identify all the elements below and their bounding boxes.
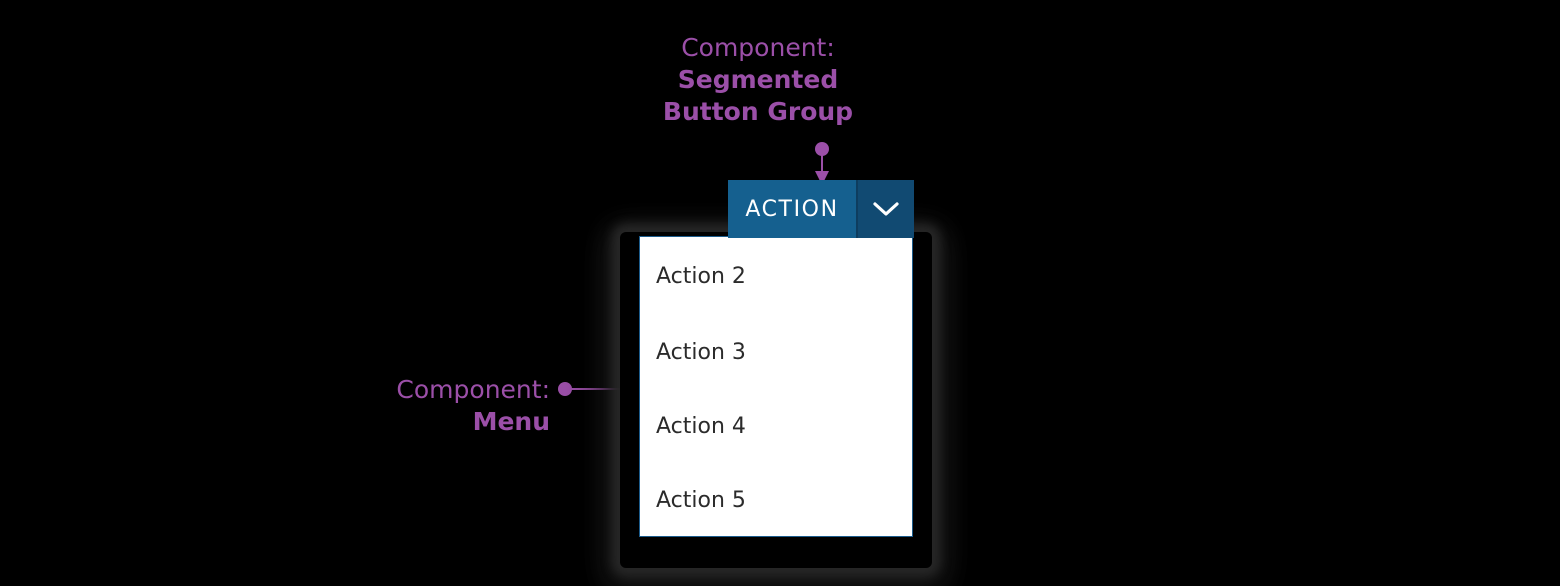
annotation-menu: Component: Menu xyxy=(250,374,550,438)
menu-item[interactable]: Action 3 xyxy=(656,339,746,365)
annotation-top-label: Component: xyxy=(681,33,835,62)
menu-item[interactable]: Action 5 xyxy=(656,487,746,513)
annotation-top-name-line-1: Segmented xyxy=(677,65,839,94)
segmented-button-group: ACTION xyxy=(728,180,914,238)
action-primary-button[interactable]: ACTION xyxy=(728,180,856,238)
chevron-down-icon xyxy=(873,202,899,216)
menu-item[interactable]: Action 2 xyxy=(656,263,746,289)
action-dropdown-toggle-button[interactable] xyxy=(858,180,914,238)
annotation-segmented-button-group: Component: Segmented Button Group xyxy=(608,32,908,128)
menu-item[interactable]: Action 4 xyxy=(656,413,746,439)
down-arrow-leader-icon xyxy=(815,142,829,185)
annotation-left-name-line-1: Menu xyxy=(472,407,550,436)
action-menu[interactable]: Action 2 Action 3 Action 4 Action 5 xyxy=(639,236,913,537)
annotation-top-name-line-2: Button Group xyxy=(662,97,854,126)
annotation-left-label: Component: xyxy=(396,375,550,404)
segment-divider xyxy=(856,180,858,238)
